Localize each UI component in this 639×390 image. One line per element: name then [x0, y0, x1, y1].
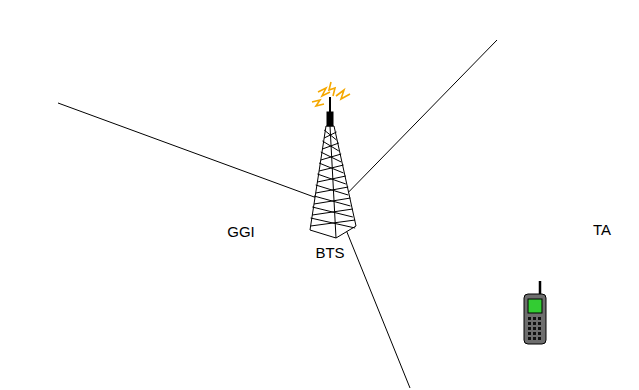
sector-line: [58, 103, 336, 205]
lattice-strut: [316, 185, 348, 195]
phone-key: [538, 322, 541, 325]
phone-key: [538, 332, 541, 335]
phone-screen: [528, 299, 542, 313]
signal-bolt: [312, 100, 324, 106]
coverage-ring: TA GGI: [1, 14, 638, 388]
inner-zone: GGI: [98, 75, 589, 325]
phone-key: [528, 317, 531, 320]
signal-bolt: [336, 90, 350, 99]
tower-leg: [330, 126, 336, 238]
tower-body: [310, 126, 356, 238]
phone-key: [528, 337, 531, 340]
lattice-strut: [317, 174, 345, 184]
station-label: BTS: [313, 245, 346, 262]
sector-lines: [58, 40, 497, 388]
phone-key: [533, 317, 536, 320]
phone-key: [533, 327, 536, 330]
antenna: [327, 112, 333, 126]
signal-bolt: [329, 82, 335, 96]
phone-keypad: [528, 317, 541, 340]
zone-label: GGI: [227, 224, 255, 241]
phone-key: [538, 317, 541, 320]
lattice-strut: [322, 141, 338, 151]
phone-key: [528, 322, 531, 325]
phone-key: [533, 332, 536, 335]
zone-label: TA: [593, 222, 611, 239]
tower-symbol: [310, 97, 356, 238]
inner-zone-outline: [98, 75, 589, 325]
lattice-strut: [312, 207, 353, 217]
phone-key: [533, 337, 536, 340]
phone-key: [538, 337, 541, 340]
phone-key: [538, 327, 541, 330]
lattice-strut: [321, 152, 341, 162]
lattice-strut: [311, 218, 356, 228]
mobile-phone: [524, 281, 546, 344]
lattice-strut: [324, 130, 336, 140]
inner-zone-ellipse: [99, 76, 589, 325]
phone-key: [533, 322, 536, 325]
coverage-ring-outline: [1, 14, 638, 388]
phone-key: [528, 332, 531, 335]
lattice-strut: [319, 163, 343, 173]
coverage-ring-ellipse: [2, 15, 638, 388]
signal-bolt: [318, 88, 330, 96]
sector-line: [336, 40, 497, 205]
sector-line: [336, 205, 410, 388]
radio-signal: [312, 82, 350, 106]
phone-key: [528, 327, 531, 330]
phone-body: [524, 294, 546, 344]
lattice-strut: [314, 196, 351, 206]
